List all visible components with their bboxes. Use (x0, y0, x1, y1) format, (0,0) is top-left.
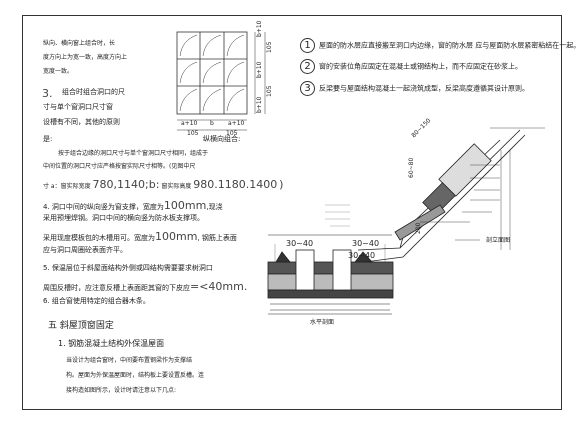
right-note-2: 2 窗的安装位角应固定在混凝土或钢结构上，而不应固定在砂浆上。 (300, 59, 522, 74)
grid-dim-a10: a+10 (181, 120, 198, 127)
note-line: 中间位置的洞口尺寸应严格按窗实际尺寸相等。(见图中尺 (43, 163, 196, 170)
note-line: 是: (43, 135, 53, 143)
window-grid-elevation (176, 31, 266, 131)
right-note-text: 屋面的防水层应直接搬至洞口内边缘，窗的防水层 应与屋面防水层紧密粘结在一起。 (319, 41, 581, 50)
section-dim: 30~40 (348, 251, 376, 260)
section-dim: 30~40 (352, 239, 380, 248)
note-text: 寸 a：窗实际宽度 (43, 183, 91, 190)
note-line: 采用现度模板包的木槽用可。宽度为100mm, 钢筋上表面 (43, 231, 237, 242)
note-line: 宽度一致。 (43, 68, 74, 75)
subsection-heading: 1. 钢筋混凝土结构外保温屋面 (58, 339, 165, 348)
note-text: ,现浇 (206, 203, 223, 211)
note-line: 度方向上为宽一致，高度方向上 (43, 54, 128, 61)
slope-dim: 60~80 (408, 157, 415, 178)
note-line: 寸 a：窗实际宽度 780,1140;b: 窗实际高度 980.1180.140… (43, 179, 283, 190)
note-number-circle: 3 (300, 81, 315, 96)
note-line: 设槽有不同，其他的原则 (43, 118, 120, 126)
right-note-1: 1 屋面的防水层应直接搬至洞口内边缘，窗的防水层 应与屋面防水层紧密粘结在一起。 (300, 38, 580, 53)
note-line: 构。屋面为外保温屋面时，结构板上要设置反槽。连 (66, 372, 205, 379)
horizontal-section-drawing (267, 234, 394, 315)
note-line: 组合时组合洞口的尺 (62, 88, 125, 96)
note-line: 4. 洞口中间的纵向竖为窗支撑，宽度为100mm,现浇 (43, 200, 223, 211)
sloped-roof-section (325, 127, 545, 263)
note-line: 接构造如图所示，设计时请注意以下几点: (66, 387, 177, 394)
note-value: 100mm (163, 199, 207, 212)
note-text: 周围反槽时，应注意反槽上表面距其窗的下皮应 (43, 284, 190, 292)
right-note-text: 反梁要与屋面结构混凝土一起浇筑成型，反梁高度遵循其设计原则。 (319, 84, 529, 93)
grid-dim-b: b (210, 120, 214, 127)
note-line: 按于组合边缘的洞口尺寸与单个窗洞口尺寸相同，组成于 (58, 150, 209, 157)
grid-dim-105: 105 (187, 130, 199, 137)
section-heading: 五 斜屋顶窗固定 (48, 321, 114, 331)
note-line: 采用预埋焊钢。洞口中间的横向竖为防水板支撑项。 (43, 214, 204, 222)
combo-label: 纵横向组合: (203, 135, 241, 143)
note-line: 周围反槽时，应注意反槽上表面距其窗的下皮应=<40mm. (43, 281, 247, 292)
grid-dim-right: 105 (266, 85, 273, 97)
note-line: 6. 组合窗使用特定的组合器木条。 (43, 297, 150, 305)
note-line: 当设计为组合窗时，中间要布置钢梁作为支撑结 (66, 357, 193, 364)
drawing-sheet-border (22, 15, 562, 410)
grid-dim-right: b+10 (256, 20, 263, 37)
note-text: 采用现度模板包的木槽用可。宽度为 (43, 234, 155, 242)
note-number-circle: 1 (300, 38, 315, 53)
grid-dim-a10: a+10 (228, 120, 245, 127)
note-line: 应与洞口周圈砼表面齐平。 (43, 246, 127, 254)
grid-dim-right: b+10 (256, 61, 263, 78)
slope-dim: 200 (415, 222, 422, 234)
right-note-3: 3 反梁要与屋面结构混凝土一起浇筑成型，反梁高度遵循其设计原则。 (300, 81, 529, 96)
note-text: ) (279, 178, 284, 191)
note-number-circle: 2 (300, 59, 315, 74)
grid-dim-right: 105 (266, 41, 273, 53)
note-line: 纵向、横向窗上组合时，长 (43, 40, 116, 47)
note-line: 寸与单个窗洞口尺寸窗 (43, 103, 113, 111)
right-note-text: 窗的安装位角应固定在混凝土或钢结构上，而不应固定在砂浆上。 (319, 62, 522, 71)
section-caption: 水平剖面 (310, 319, 335, 326)
note-line: 5. 保温层位于斜屋面结构外侧或四结构需要要求树洞口 (43, 264, 213, 272)
grid-dim-right: b+10 (256, 96, 263, 113)
note-value: 100mm (155, 230, 198, 243)
slope-caption: 剖立面图 (486, 237, 511, 244)
note-value: 980.1180.1400 (193, 178, 278, 191)
section-dim: 30~40 (286, 239, 314, 248)
item-number: 3. (42, 87, 53, 100)
grid-dim-105: 105 (226, 130, 238, 137)
note-value: 780,1140;b: (92, 178, 160, 191)
note-text: 窗实际高度 (161, 183, 192, 190)
note-text: 4. 洞口中间的纵向竖为窗支撑，宽度为 (43, 203, 164, 211)
note-value: =<40mm. (190, 280, 248, 293)
note-text: , 钢筋上表面 (197, 234, 237, 242)
